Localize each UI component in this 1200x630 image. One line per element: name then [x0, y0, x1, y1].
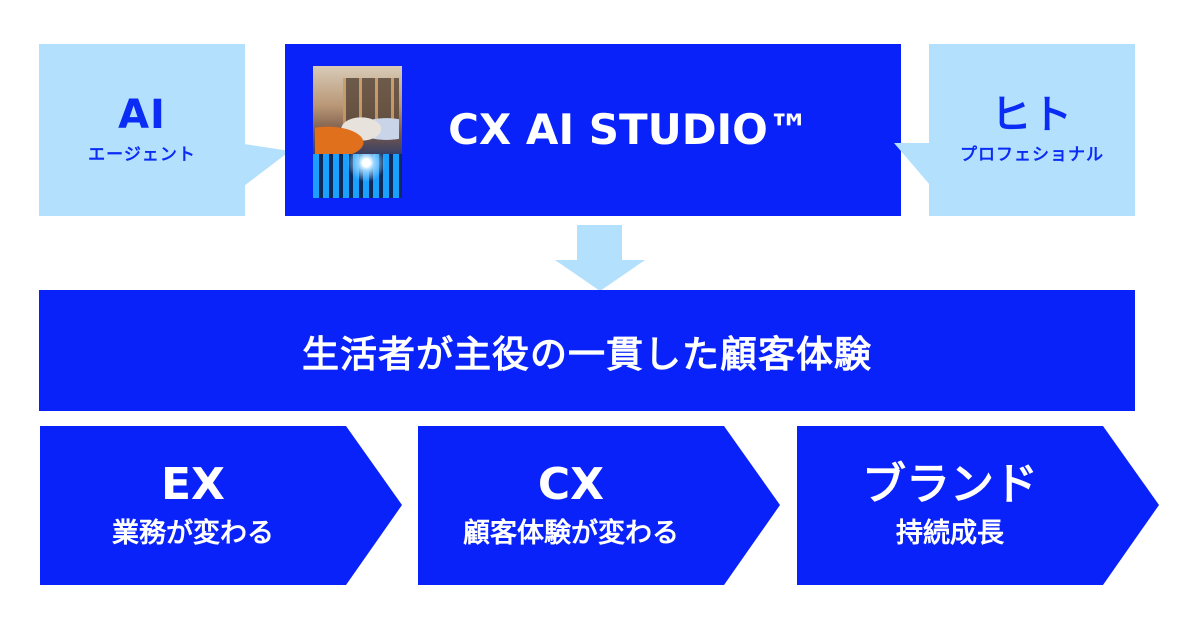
outcome-title: CX: [537, 458, 605, 510]
down-arrow-icon: [555, 225, 645, 291]
ai-agent-title: AI: [118, 92, 166, 138]
consistent-customer-experience-bar: 生活者が主役の一貫した顧客体験: [39, 290, 1135, 411]
outcome-title: ブランド: [862, 458, 1038, 510]
team-photo: [313, 66, 402, 198]
human-professional-callout: ヒト プロフェショナル: [929, 44, 1135, 216]
ai-agent-callout: AI エージェント: [39, 44, 245, 216]
outcome-subtitle: 顧客体験が変わる: [463, 517, 679, 549]
right-callout-pointer-icon: [894, 143, 930, 185]
outcome-chevron-cx: CX 顧客体験が変わる: [418, 426, 780, 585]
human-subtitle: プロフェショナル: [960, 145, 1104, 165]
outcome-title: EX: [161, 458, 225, 510]
main-bar-label: 生活者が主役の一貫した顧客体験: [302, 332, 872, 376]
ai-agent-subtitle: エージェント: [88, 145, 196, 165]
outcome-subtitle: 持続成長: [896, 517, 1004, 549]
outcome-chevron-ex: EX 業務が変わる: [40, 426, 402, 585]
outcome-chevron-brand: ブランド 持続成長: [797, 426, 1159, 585]
human-title: ヒト: [991, 92, 1073, 138]
cx-ai-studio-box: CX AI STUDIO™: [285, 44, 901, 216]
cx-ai-studio-title: CX AI STUDIO™: [448, 105, 810, 154]
left-callout-pointer-icon: [244, 144, 290, 186]
outcome-subtitle: 業務が変わる: [112, 517, 274, 549]
